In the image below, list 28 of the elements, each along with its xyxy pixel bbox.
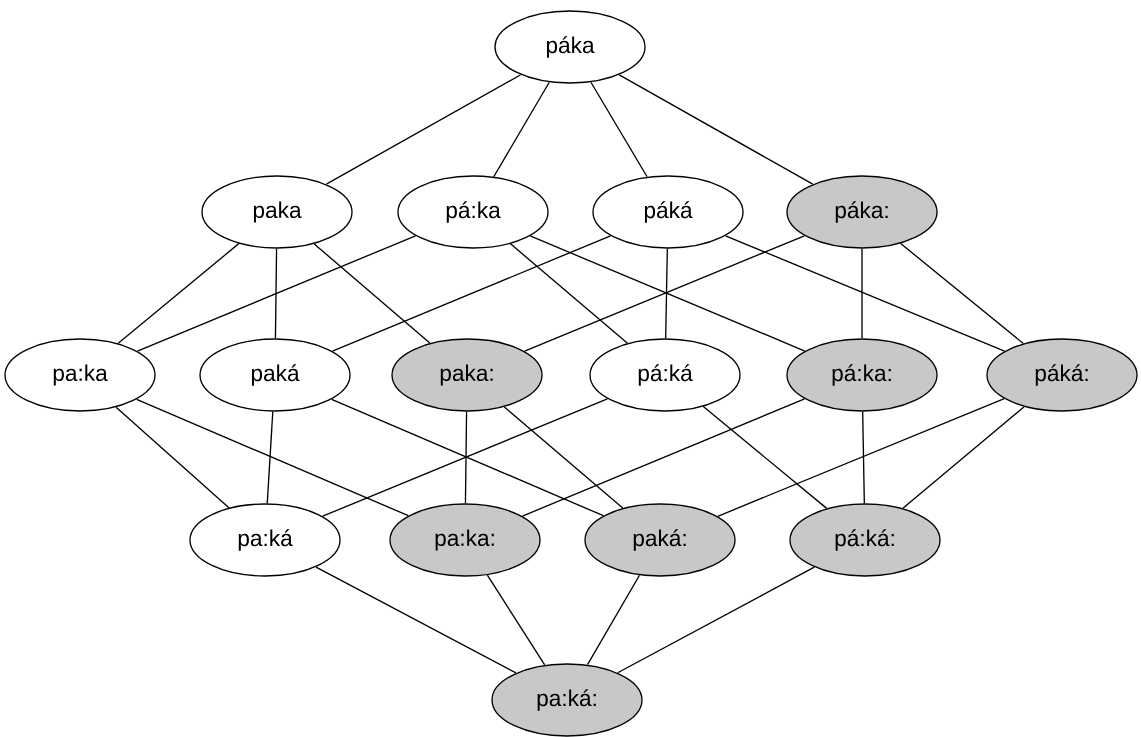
- connector-line: [618, 74, 814, 185]
- connector-line: [117, 242, 240, 345]
- connector-line: [702, 405, 828, 510]
- connector-line: [665, 248, 668, 339]
- connector-line: [464, 411, 468, 504]
- connector-line: [274, 248, 278, 339]
- connector-line: [315, 566, 517, 674]
- connector-line: [617, 566, 815, 674]
- connector-line: [325, 74, 522, 185]
- connector-line: [590, 81, 648, 178]
- connector-line: [861, 248, 863, 339]
- connector-line: [266, 410, 274, 504]
- connector-line: [136, 398, 409, 517]
- connector-line: [521, 398, 806, 517]
- connector-line: [900, 242, 1024, 345]
- connector-line: [902, 406, 1025, 509]
- connector-line: [136, 235, 417, 352]
- connector-line: [862, 411, 865, 504]
- connector-line: [503, 406, 624, 509]
- connector-line: [486, 574, 546, 666]
- connector-line: [115, 406, 230, 509]
- connector-line: [331, 235, 612, 352]
- connector-line: [717, 398, 1005, 517]
- connector-line: [493, 81, 550, 178]
- connector-line: [509, 243, 629, 344]
- connector-line: [313, 243, 431, 344]
- connector-line: [586, 574, 641, 666]
- connector-line: [724, 235, 1006, 352]
